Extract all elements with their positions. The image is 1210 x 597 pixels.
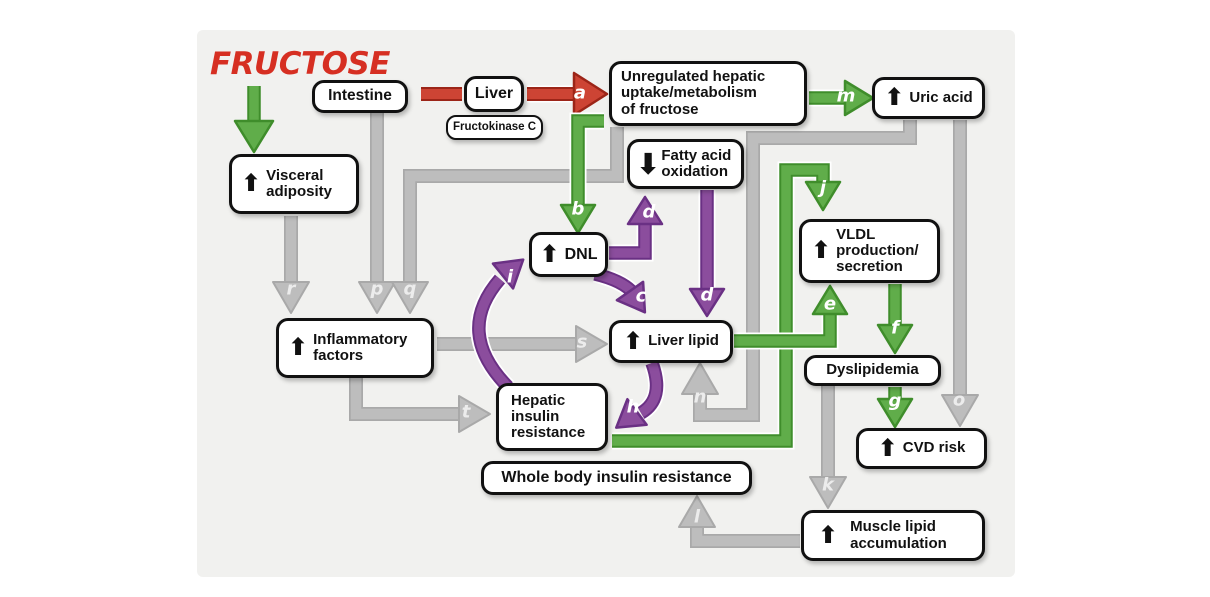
node-label: CVD risk	[902, 439, 966, 457]
node-dyslipidemia: Dyslipidemia	[804, 355, 941, 386]
up-arrow-icon: ⬆	[818, 520, 839, 549]
node-label: Fructokinase C	[452, 121, 537, 134]
up-arrow-icon: ⬆	[241, 169, 262, 198]
node-label: Liver	[474, 85, 514, 103]
node-dnl: ⬆ DNL	[529, 232, 608, 277]
node-fructokinase-c: Fructokinase C	[446, 115, 543, 140]
up-arrow-icon: ⬆	[884, 83, 905, 112]
node-unregulated-hepatic-uptake: Unregulated hepatic uptake/metabolism of…	[609, 61, 807, 126]
node-label: Fatty acid oxidation	[661, 146, 732, 180]
node-label: Visceral adiposity	[266, 166, 332, 200]
node-label: Liver lipid	[648, 332, 719, 350]
node-label: DNL	[564, 245, 598, 263]
node-muscle-lipid-accumulation: ⬆ Muscle lipid accumulation	[801, 510, 985, 561]
node-vldl-production-secretion: ⬆ VLDL production/ secretion	[799, 219, 940, 283]
node-liver: Liver	[464, 76, 524, 112]
node-cvd-risk: ⬆ CVD risk	[856, 428, 987, 469]
node-uric-acid: ⬆ Uric acid	[872, 77, 985, 119]
up-arrow-icon: ⬆	[288, 333, 309, 362]
up-arrow-icon: ⬆	[623, 326, 644, 355]
diagram-title: FRUCTOSE	[210, 46, 390, 82]
node-label: Unregulated hepatic uptake/metabolism of…	[621, 68, 766, 118]
node-intestine: Intestine	[312, 80, 408, 113]
node-label: Inflammatory factors	[313, 330, 408, 364]
up-arrow-icon: ⬆	[877, 433, 898, 462]
node-whole-body-insulin-resistance: Whole body insulin resistance	[481, 461, 752, 495]
node-fatty-acid-oxidation: ⬇ Fatty acid oxidation	[627, 139, 744, 189]
node-hepatic-insulin-resistance: Hepatic insulin resistance	[496, 383, 608, 451]
node-label: Whole body insulin resistance	[501, 469, 732, 487]
node-label: Hepatic insulin resistance	[511, 391, 586, 442]
node-label: VLDL production/ secretion	[836, 225, 919, 276]
node-label: Dyslipidemia	[826, 361, 919, 379]
down-arrow-icon: ⬇	[636, 146, 661, 181]
up-arrow-icon: ⬆	[811, 236, 832, 265]
node-label: Muscle lipid accumulation	[850, 518, 947, 552]
node-inflammatory-factors: ⬆ Inflammatory factors	[276, 318, 434, 378]
node-visceral-adiposity: ⬆ Visceral adiposity	[229, 154, 359, 214]
node-label: Uric acid	[909, 88, 973, 106]
up-arrow-icon: ⬆	[539, 239, 560, 268]
node-liver-lipid: ⬆ Liver lipid	[609, 320, 733, 363]
node-label: Intestine	[328, 87, 392, 105]
